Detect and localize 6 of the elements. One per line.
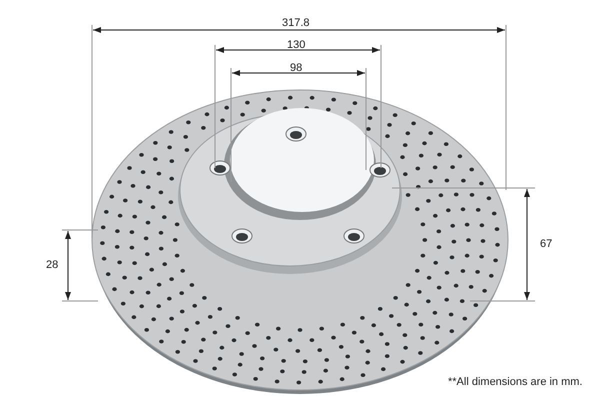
- dimension-label: 28: [46, 259, 58, 271]
- dimension-label: 98: [290, 62, 302, 74]
- note-text: **All dimensions are in mm.: [448, 376, 582, 388]
- dimension-label: 317.8: [282, 17, 310, 29]
- dimension-label: 67: [540, 238, 552, 250]
- dimension-label: 130: [287, 39, 306, 51]
